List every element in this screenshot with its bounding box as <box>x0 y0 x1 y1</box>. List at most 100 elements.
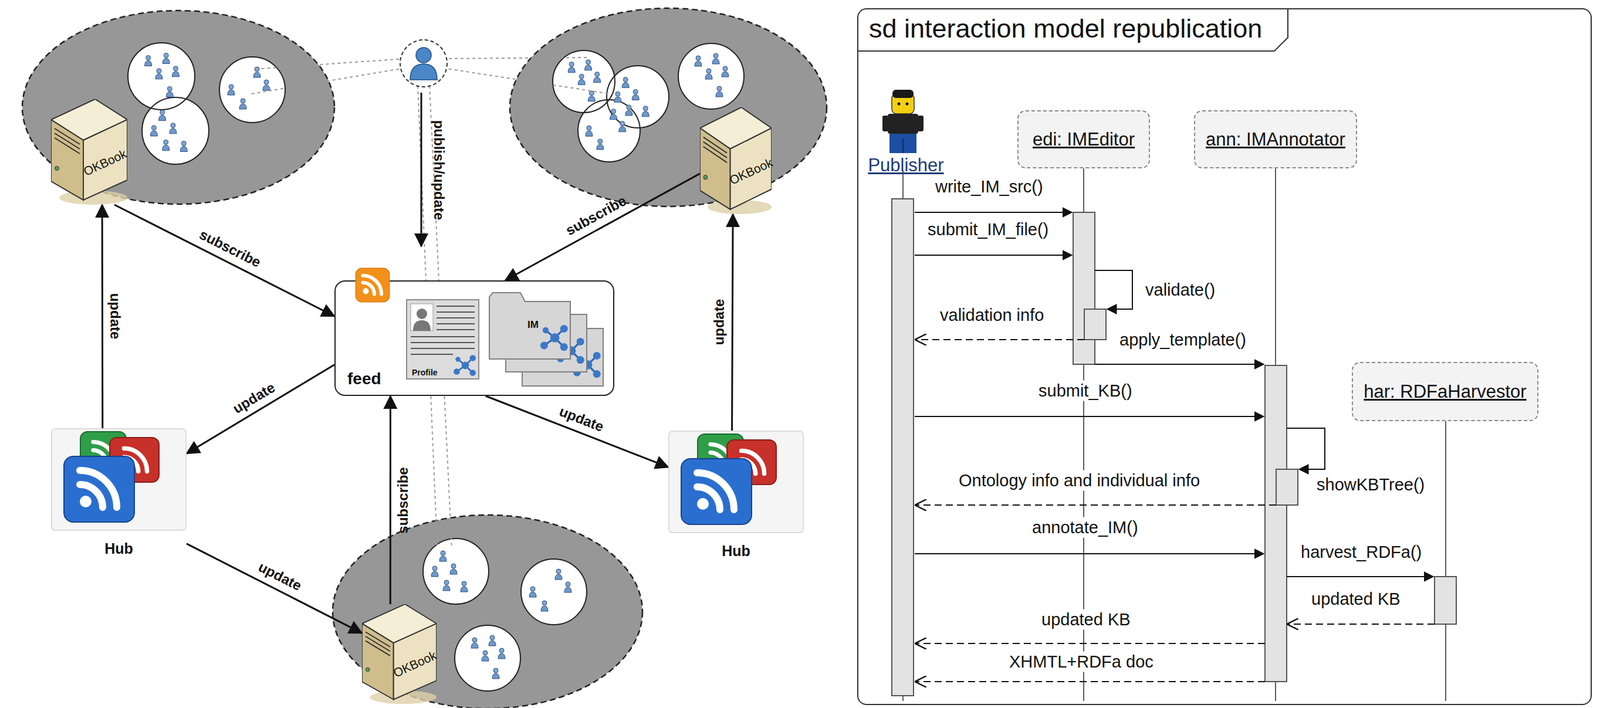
lifeline <box>902 159 1446 702</box>
member-icon <box>450 563 458 575</box>
hub-symbol <box>51 428 187 531</box>
member-icon <box>481 650 489 662</box>
publish-arrow <box>420 92 423 247</box>
connector-arrow <box>101 204 104 429</box>
message-label: validation info <box>937 305 1047 326</box>
member-icon <box>442 580 451 591</box>
im-folders: IM <box>487 291 605 388</box>
message-label: write_IM_src() <box>932 176 1046 198</box>
node-label: har: RDFaHarvestor <box>1363 380 1527 403</box>
publisher-person <box>400 39 448 87</box>
participant-box: edi: IMEditor <box>1017 110 1150 169</box>
edge-label: subscribe <box>394 467 412 534</box>
member-icon <box>488 635 496 646</box>
message-label: harvest_RDFa() <box>1298 542 1424 563</box>
member-icon <box>529 586 537 598</box>
frame-tab-outline <box>858 9 1288 52</box>
node-label: edi: IMEditor <box>1032 128 1135 151</box>
member-icon <box>431 566 439 577</box>
feed-box: feed Profile IM <box>334 280 615 397</box>
sequence-frame: sd interaction model republicationPublis… <box>857 8 1592 706</box>
view-line <box>251 57 611 549</box>
member-icon <box>460 581 468 593</box>
edge-label: update <box>556 403 607 436</box>
member-icon <box>618 121 627 133</box>
member-icon <box>587 90 595 102</box>
member-icon <box>625 105 633 116</box>
node-label: feed <box>347 369 382 389</box>
member-icon <box>631 89 639 100</box>
server-node: OKBook <box>362 604 437 705</box>
publisher-figure <box>882 89 924 154</box>
frame-title: sd interaction model republication <box>868 12 1263 45</box>
member-icon <box>621 77 629 89</box>
message-label: updated KB <box>1308 589 1403 610</box>
member-icon <box>171 66 179 77</box>
member-icon <box>610 109 618 120</box>
message-label: showKBTree() <box>1314 474 1427 496</box>
member-icon <box>239 98 247 110</box>
message-label: submit_IM_file() <box>925 219 1051 240</box>
message-label: validate() <box>1142 279 1218 301</box>
node-label: Publisher <box>850 154 962 177</box>
edge-label: update <box>106 293 124 340</box>
member-icon <box>694 55 702 67</box>
node-label: IM <box>527 319 539 331</box>
node-label: Hub <box>51 539 187 558</box>
rss-icon <box>354 267 391 303</box>
member-icon <box>585 125 593 137</box>
connector-arrow <box>114 204 335 317</box>
folders-symbol <box>487 291 605 388</box>
message-label: updated KB <box>1039 609 1133 631</box>
member-icon <box>471 637 479 649</box>
connector-arrow <box>389 396 392 605</box>
card-symbol <box>406 299 480 380</box>
server-node: OKBook <box>51 99 128 205</box>
edge-label: subscribe <box>563 192 630 240</box>
member-icon <box>712 53 720 64</box>
member-icon <box>614 91 622 103</box>
member-icon <box>721 66 729 77</box>
connector-arrow <box>485 396 669 468</box>
node-label: Profile <box>411 367 438 378</box>
member-icon <box>159 109 167 121</box>
member-icon <box>144 55 152 66</box>
message-label: submit_KB() <box>1036 380 1135 402</box>
member-icon <box>169 123 177 134</box>
hub-node: Hub <box>51 428 187 570</box>
member-icon <box>162 139 170 151</box>
member-icon <box>227 84 235 96</box>
connector-arrow <box>186 364 335 454</box>
member-icon <box>705 68 713 80</box>
member-icon <box>577 73 585 85</box>
profile-card: Profile <box>406 299 480 380</box>
node-label: Hub <box>668 542 804 560</box>
participant-box: har: RDFaHarvestor <box>1351 362 1539 422</box>
actor-node: Publisher <box>850 88 962 177</box>
message-label: apply_template() <box>1117 329 1249 351</box>
message-label: Ontology info and individual info <box>956 470 1203 492</box>
node-label: ann: IMAnnotator <box>1205 128 1346 151</box>
member-icon <box>150 125 158 137</box>
server-node: OKBook <box>699 107 772 215</box>
cluster-region <box>22 8 827 708</box>
edge-label: update <box>229 379 279 418</box>
edge-label: subscribe <box>196 226 264 272</box>
connector-arrow <box>732 214 734 431</box>
member-icon <box>262 79 270 91</box>
connector-arrow <box>186 543 363 634</box>
member-icon <box>564 582 572 593</box>
activation-bar <box>891 198 1457 696</box>
member-icon <box>567 62 575 73</box>
community-circle <box>127 42 744 692</box>
member-icon <box>162 52 170 64</box>
member-icon <box>715 86 723 97</box>
member-icon <box>439 550 447 562</box>
member-icon <box>641 106 649 117</box>
member-icon <box>540 600 549 612</box>
edge-label: update <box>255 559 305 595</box>
member-icon <box>166 86 174 97</box>
arrow-label: publish/update <box>430 120 448 221</box>
message-label: XHMTL+RDFa doc <box>1006 651 1156 673</box>
